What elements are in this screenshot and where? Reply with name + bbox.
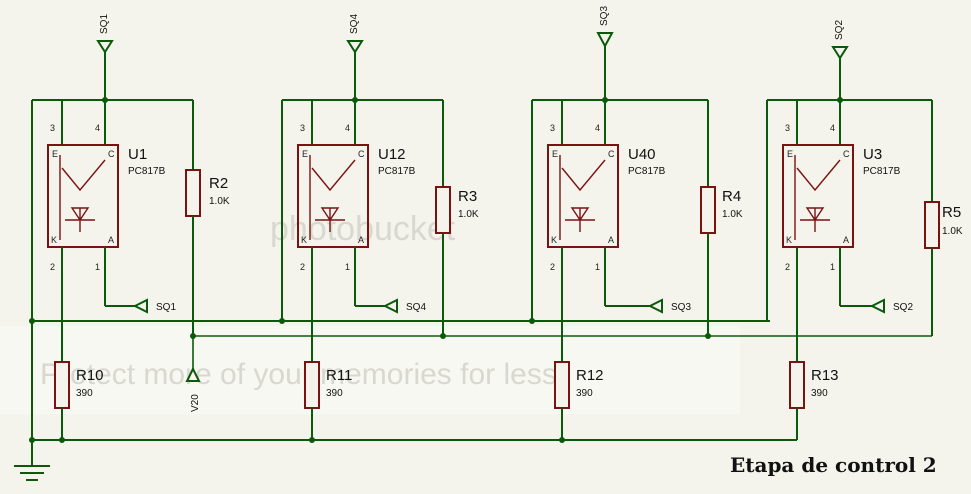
terminal-arrow-icon xyxy=(346,40,364,54)
svg-text:390: 390 xyxy=(811,388,828,399)
svg-text:A: A xyxy=(358,235,364,245)
svg-text:3: 3 xyxy=(550,123,555,133)
terminal-arrow-icon xyxy=(869,298,885,314)
optocoupler-u3 xyxy=(782,144,854,248)
svg-text:R12: R12 xyxy=(576,367,604,384)
svg-text:2: 2 xyxy=(300,262,305,272)
terminal-arrow-icon xyxy=(96,40,114,54)
svg-text:U40: U40 xyxy=(628,146,656,163)
resistor-ref: R2 xyxy=(209,175,228,192)
svg-text:1: 1 xyxy=(830,262,835,272)
svg-text:SQ3: SQ3 xyxy=(671,302,691,313)
svg-text:E: E xyxy=(787,149,793,159)
resistor-r5 xyxy=(924,201,940,249)
optocoupler-part: PC817B xyxy=(128,166,166,177)
svg-text:K: K xyxy=(51,235,57,245)
terminal-arrow-icon xyxy=(596,32,614,49)
svg-text:K: K xyxy=(786,235,792,245)
svg-text:R10: R10 xyxy=(76,367,104,384)
svg-text:SQ4: SQ4 xyxy=(406,302,426,313)
stage-u1: SQ1 R2 1.0K 3 4 2 1 E C K A U1 PC817B xyxy=(31,14,230,440)
svg-text:SQ4: SQ4 xyxy=(349,14,360,34)
svg-text:2: 2 xyxy=(785,262,790,272)
resistor-r13 xyxy=(789,361,805,409)
terminal-label: SQ1 xyxy=(99,14,110,34)
svg-text:PC817B: PC817B xyxy=(628,166,666,177)
diagram-title: Etapa de control 2 xyxy=(730,453,937,477)
svg-text:K: K xyxy=(301,235,307,245)
svg-text:K: K xyxy=(551,235,557,245)
optocoupler-ref: U1 xyxy=(128,146,147,163)
svg-text:C: C xyxy=(608,149,615,159)
optocoupler-u40 xyxy=(547,144,619,248)
supply-label: V20 xyxy=(190,394,201,412)
svg-text:R13: R13 xyxy=(811,367,839,384)
svg-text:E: E xyxy=(552,149,558,159)
watermark-banner-text: Protect more of your memories for less! xyxy=(40,358,565,391)
ground-icon xyxy=(14,440,50,481)
terminal-arrow-icon xyxy=(647,298,663,314)
svg-text:2: 2 xyxy=(50,262,55,272)
svg-text:390: 390 xyxy=(76,388,93,399)
svg-text:SQ1: SQ1 xyxy=(156,302,176,313)
optocoupler-u12 xyxy=(297,144,369,248)
svg-text:1.0K: 1.0K xyxy=(722,209,743,220)
resistor-r4 xyxy=(700,186,716,234)
svg-text:C: C xyxy=(358,149,365,159)
supply-arrow-icon xyxy=(185,366,201,382)
svg-text:SQ2: SQ2 xyxy=(834,20,845,40)
resistor-r3 xyxy=(435,186,451,234)
svg-text:3: 3 xyxy=(50,123,55,133)
svg-text:1: 1 xyxy=(95,262,100,272)
svg-text:4: 4 xyxy=(830,123,835,133)
watermark-banner xyxy=(0,326,740,414)
svg-text:A: A xyxy=(108,235,114,245)
resistor-r10 xyxy=(54,361,70,409)
resistor-value: 1.0K xyxy=(209,196,230,207)
svg-text:4: 4 xyxy=(95,123,100,133)
svg-text:SQ3: SQ3 xyxy=(599,6,610,26)
svg-text:3: 3 xyxy=(785,123,790,133)
optocoupler-u1 xyxy=(47,144,119,248)
svg-text:U12: U12 xyxy=(378,146,406,163)
svg-text:U3: U3 xyxy=(863,146,882,163)
svg-text:4: 4 xyxy=(345,123,350,133)
svg-text:SQ2: SQ2 xyxy=(893,302,913,313)
terminal-arrow-icon xyxy=(382,298,398,314)
stage-u3: SQ2 R5 1.0K 3 4 2 1 E C K A U3 PC817B SQ… xyxy=(766,20,963,440)
terminal-arrow-icon xyxy=(831,46,849,60)
resistor-r2 xyxy=(185,169,201,217)
svg-text:1: 1 xyxy=(345,262,350,272)
svg-text:A: A xyxy=(843,235,849,245)
svg-text:1.0K: 1.0K xyxy=(942,226,963,237)
svg-text:390: 390 xyxy=(326,388,343,399)
svg-text:E: E xyxy=(52,149,58,159)
svg-text:2: 2 xyxy=(550,262,555,272)
svg-text:C: C xyxy=(108,149,115,159)
svg-text:E: E xyxy=(302,149,308,159)
svg-text:390: 390 xyxy=(576,388,593,399)
svg-text:R11: R11 xyxy=(326,367,352,384)
resistor-r12 xyxy=(554,361,570,409)
svg-text:PC817B: PC817B xyxy=(378,166,416,177)
resistor-r11 xyxy=(304,361,320,409)
svg-text:R5: R5 xyxy=(942,204,961,221)
svg-text:3: 3 xyxy=(300,123,305,133)
svg-text:R3: R3 xyxy=(458,188,477,205)
svg-text:PC817B: PC817B xyxy=(863,166,901,177)
svg-text:4: 4 xyxy=(595,123,600,133)
terminal-arrow-icon xyxy=(132,298,148,314)
svg-text:R4: R4 xyxy=(722,188,741,205)
svg-text:A: A xyxy=(608,235,614,245)
svg-text:C: C xyxy=(843,149,850,159)
stage-u12: SQ4 R3 1.0K 3 4 2 1 E C K A U12 PC817B S… xyxy=(281,14,479,440)
watermark-logo-text: photobucket xyxy=(270,210,456,248)
svg-text:1.0K: 1.0K xyxy=(458,209,479,220)
svg-text:1: 1 xyxy=(595,262,600,272)
stage-u40: SQ3 R4 1.0K 3 4 2 1 E C K A U40 PC817B S… xyxy=(531,6,743,440)
